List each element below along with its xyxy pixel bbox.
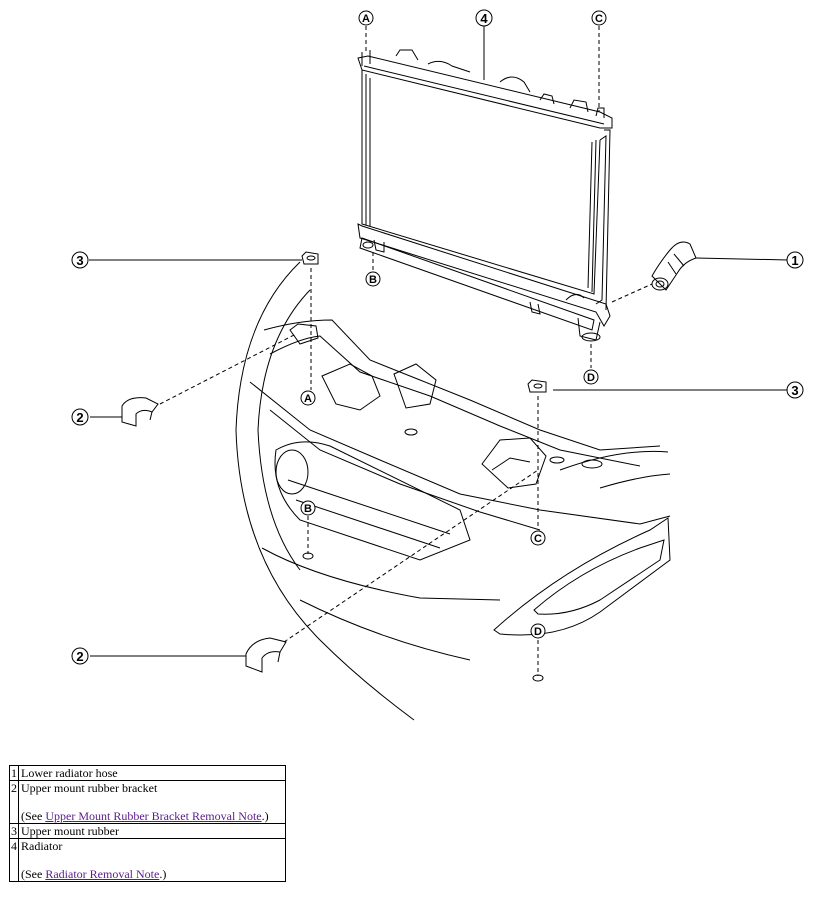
see-note: (See Radiator Removal Note.): [21, 867, 283, 881]
callout-1: 1: [786, 251, 804, 269]
lower-radiator-hose-drawing: [651, 241, 697, 291]
upper-mount-rubber-bracket-drawing: [121, 397, 287, 673]
svg-text:1: 1: [791, 253, 798, 268]
svg-text:2: 2: [76, 649, 83, 664]
part-name: Radiator (See Radiator Removal Note.): [18, 838, 286, 882]
vehicle-front-drawing: [235, 261, 671, 721]
svg-text:3: 3: [76, 253, 83, 268]
table-row: 3 Upper mount rubber: [9, 823, 286, 839]
ref-letter-d-bottom: D: [530, 623, 546, 639]
ref-letter-a-bottom: A: [300, 390, 316, 406]
svg-text:B: B: [304, 503, 312, 515]
callout-2-upper: 2: [71, 408, 89, 426]
part-name-text: Radiator: [21, 839, 63, 853]
ref-letter-c-top: C: [591, 10, 607, 26]
table-row: 4 Radiator (See Radiator Removal Note.): [9, 838, 286, 882]
ref-letter-b-bottom: B: [300, 500, 316, 516]
svg-text:3: 3: [791, 383, 798, 398]
callout-3-left: 3: [71, 251, 89, 269]
part-number: 1: [9, 765, 19, 781]
svg-text:D: D: [587, 372, 595, 384]
table-row: 1 Lower radiator hose: [9, 765, 286, 781]
alignment-lines: [159, 26, 653, 676]
svg-text:C: C: [595, 13, 603, 25]
part-number: 2: [9, 780, 19, 824]
ref-letter-b-top: B: [365, 271, 381, 287]
svg-text:4: 4: [480, 11, 488, 26]
table-row: 2 Upper mount rubber bracket (See Upper …: [9, 780, 286, 824]
part-name: Lower radiator hose: [18, 765, 286, 781]
part-number: 4: [9, 838, 19, 882]
upper-mount-rubber-bracket-removal-note-link[interactable]: Upper Mount Rubber Bracket Removal Note: [45, 809, 262, 823]
svg-text:A: A: [362, 13, 370, 25]
callout-3-right: 3: [786, 381, 804, 399]
ref-letter-a-top: A: [358, 10, 374, 26]
callout-leaders: [89, 26, 789, 657]
svg-text:B: B: [369, 274, 377, 286]
radiator-exploded-diagram: 1 2 2 3 3 4 A B C D A B: [71, 9, 804, 721]
radiator-drawing: [357, 49, 613, 342]
svg-text:2: 2: [76, 410, 83, 425]
svg-text:A: A: [304, 393, 312, 405]
parts-legend-table: 1 Lower radiator hose 2 Upper mount rubb…: [9, 765, 286, 882]
ref-letter-c-bottom: C: [530, 530, 546, 546]
callout-2-lower: 2: [71, 647, 89, 665]
part-number: 3: [9, 823, 19, 839]
note-suffix: .): [159, 867, 167, 881]
callout-4: 4: [475, 9, 493, 27]
see-note: (See Upper Mount Rubber Bracket Removal …: [21, 809, 283, 823]
upper-mount-rubber-drawing: [301, 251, 547, 393]
note-suffix: .): [261, 809, 269, 823]
note-prefix: (See: [21, 809, 46, 823]
part-name: Upper mount rubber bracket (See Upper Mo…: [18, 780, 286, 824]
part-name-text: Upper mount rubber: [21, 824, 119, 838]
svg-text:D: D: [534, 626, 542, 638]
svg-text:C: C: [534, 533, 542, 545]
part-name-text: Lower radiator hose: [21, 766, 118, 780]
part-name-text: Upper mount rubber bracket: [21, 781, 158, 795]
ref-letter-d-top: D: [583, 369, 599, 385]
note-prefix: (See: [21, 867, 46, 881]
part-name: Upper mount rubber: [18, 823, 286, 839]
radiator-removal-note-link[interactable]: Radiator Removal Note: [45, 867, 160, 881]
